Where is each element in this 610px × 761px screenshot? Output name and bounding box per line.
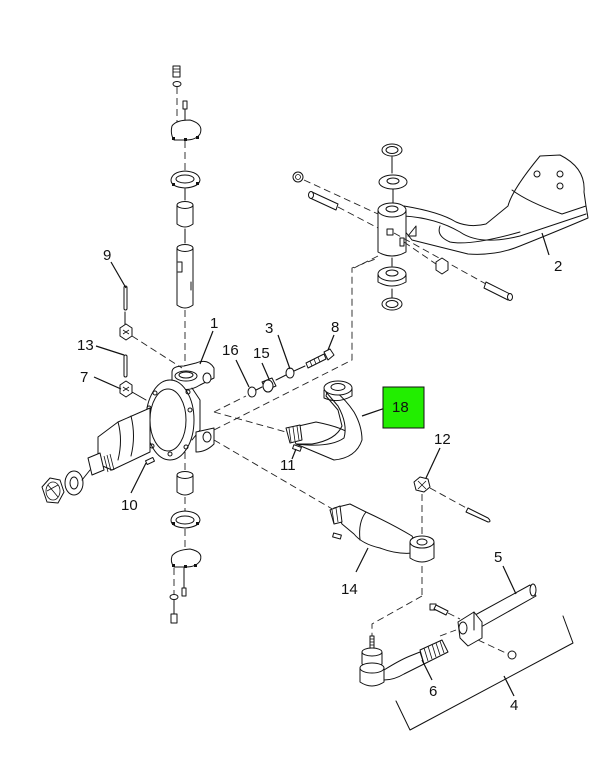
callout-12[interactable]: 12 bbox=[434, 431, 451, 448]
lower-kingpin-stack bbox=[169, 452, 202, 624]
steering-knuckle bbox=[87, 360, 215, 476]
lower-washer-2 bbox=[381, 297, 403, 311]
lower-cap-bolt bbox=[170, 613, 178, 624]
clamp-bolt bbox=[429, 603, 449, 616]
callout-15[interactable]: 15 bbox=[253, 345, 270, 362]
castle-nut-12 bbox=[413, 476, 431, 493]
spindle-washer bbox=[64, 470, 84, 496]
cross-nut-right bbox=[435, 257, 449, 275]
bolt-8 bbox=[305, 348, 335, 369]
upper-kingpin-stack bbox=[170, 65, 202, 375]
cotter-pin-9 bbox=[123, 285, 128, 311]
callout-6[interactable]: 6 bbox=[429, 683, 437, 700]
callout-9[interactable]: 9 bbox=[103, 247, 111, 264]
upper-bushing bbox=[176, 201, 194, 228]
lower-cap bbox=[170, 548, 202, 568]
key-14 bbox=[332, 532, 342, 540]
callout-8[interactable]: 8 bbox=[331, 319, 339, 336]
cross-bolt-left bbox=[308, 191, 339, 211]
cross-arm-2 bbox=[377, 154, 589, 257]
callout-11[interactable]: 11 bbox=[280, 457, 296, 474]
upper-cap bbox=[170, 119, 202, 141]
upper-washer-a bbox=[381, 143, 403, 157]
upper-gasket bbox=[170, 170, 201, 189]
steering-arm-18 bbox=[285, 380, 363, 461]
spindle-nut bbox=[41, 477, 65, 504]
assembly-bracket bbox=[395, 615, 574, 731]
callout-3[interactable]: 3 bbox=[265, 320, 273, 337]
lower-gasket bbox=[170, 510, 201, 529]
kingpin bbox=[176, 244, 194, 309]
callout-leaders bbox=[93, 232, 550, 697]
key-11 bbox=[292, 444, 302, 452]
callout-5[interactable]: 5 bbox=[494, 549, 502, 566]
callout-16[interactable]: 16 bbox=[222, 342, 239, 359]
lower-bushing-2 bbox=[377, 266, 407, 287]
lower-grease-fitting bbox=[181, 587, 187, 597]
callout-2[interactable]: 2 bbox=[554, 258, 562, 275]
cotter-pin-13 bbox=[123, 354, 128, 378]
callout-13[interactable]: 13 bbox=[77, 337, 94, 354]
cross-bolt-left-nut bbox=[292, 171, 304, 183]
lower-bushing bbox=[176, 471, 194, 496]
callout-14[interactable]: 14 bbox=[341, 581, 358, 598]
cross-bolt-right bbox=[483, 281, 513, 301]
upper-washer-b bbox=[378, 174, 408, 190]
spindle-thread bbox=[103, 453, 115, 473]
tie-rod-arm-14 bbox=[329, 503, 435, 563]
upper-cap-bolt bbox=[172, 65, 182, 128]
spindle-key bbox=[145, 456, 155, 466]
callout-18[interactable]: 18 bbox=[392, 399, 409, 416]
bushing-15 bbox=[261, 377, 277, 393]
callout-1[interactable]: 1 bbox=[210, 315, 218, 332]
washer-3 bbox=[285, 367, 295, 379]
clamp-nut bbox=[507, 650, 517, 660]
tie-rod-end-6 bbox=[359, 635, 449, 687]
callout-4[interactable]: 4 bbox=[510, 697, 518, 714]
castle-nut-lower bbox=[119, 380, 133, 398]
lower-lock-washer bbox=[169, 594, 179, 600]
washer-16 bbox=[247, 386, 257, 398]
callout-7[interactable]: 7 bbox=[80, 369, 88, 386]
tie-rod-clamp bbox=[457, 611, 483, 647]
highlighted-callout-box[interactable] bbox=[382, 386, 425, 429]
castle-nut-upper bbox=[119, 323, 133, 341]
callout-10[interactable]: 10 bbox=[121, 497, 138, 514]
cotter-pin-12 bbox=[465, 507, 491, 523]
